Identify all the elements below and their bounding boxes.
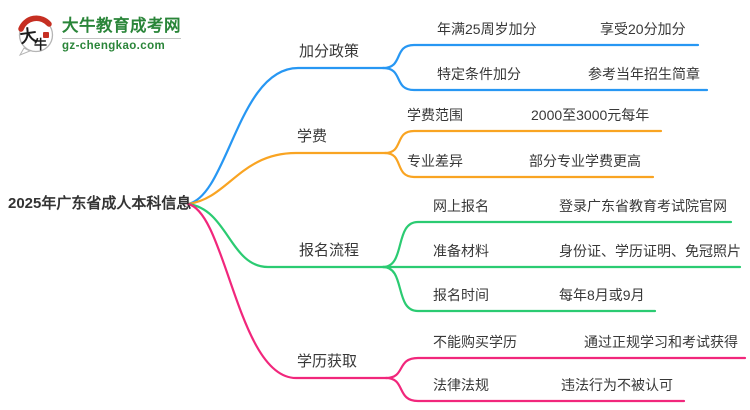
site-logo: 大 牛 大牛教育成考网 gz-chengkao.com	[14, 13, 181, 57]
branch-label-bonus-policy: 加分政策	[299, 43, 360, 60]
root-node: 2025年广东省成人本科信息	[8, 195, 192, 212]
leaf-refer-admission-guide: 参考当年招生简章	[588, 66, 700, 82]
node-registration-time: 报名时间	[433, 287, 489, 303]
leaf-tuition-amount: 2000至3000元每年	[531, 107, 650, 123]
node-tuition-range: 学费范围	[407, 107, 463, 123]
connector-registration-child3	[381, 265, 657, 313]
logo-site-name: 大牛教育成考网	[62, 17, 181, 35]
connector-degree-trunk	[186, 202, 388, 380]
leaf-required-documents: 身份证、学历证明、免冠照片	[559, 243, 741, 259]
node-prepare-materials: 准备材料	[433, 243, 489, 259]
connector-tuition-child2	[383, 151, 655, 179]
connector-registration-child1	[381, 220, 733, 269]
leaf-enjoy-20-points: 享受20分加分	[600, 21, 686, 37]
logo-site-url: gz-chengkao.com	[62, 40, 166, 52]
connector-degree-child1	[384, 356, 747, 380]
leaf-august-september: 每年8月或9月	[559, 287, 645, 303]
node-online-registration: 网上报名	[433, 198, 489, 214]
node-cannot-buy-degree: 不能购买学历	[433, 334, 517, 350]
node-laws-regulations: 法律法规	[433, 377, 489, 393]
connector-degree-child2	[384, 376, 686, 403]
leaf-some-majors-higher: 部分专业学费更高	[529, 153, 641, 169]
logo-char-da: 大	[19, 25, 39, 47]
branch-label-degree-acquisition: 学历获取	[297, 353, 358, 370]
connector-tuition-trunk	[186, 151, 387, 206]
connector-bonus-trunk	[186, 66, 385, 206]
branch-label-registration-process: 报名流程	[299, 242, 360, 259]
leaf-login-official-site: 登录广东省教育考试院官网	[559, 198, 727, 214]
leaf-formal-study-exams: 通过正规学习和考试获得	[584, 334, 738, 350]
connector-bonus-child1	[381, 43, 700, 70]
logo-bull-icon: 大 牛	[18, 15, 54, 56]
node-special-condition-bonus: 特定条件加分	[437, 66, 521, 82]
connector-registration-trunk	[186, 202, 385, 269]
connector-tuition-child1	[383, 129, 663, 155]
node-major-difference: 专业差异	[407, 153, 463, 169]
branch-label-tuition: 学费	[297, 128, 328, 145]
node-age-25-bonus: 年满25周岁加分	[437, 21, 537, 37]
logo-divider	[62, 38, 181, 39]
logo-char-niu: 牛	[34, 37, 47, 52]
leaf-illegal-not-recognized: 违法行为不被认可	[561, 377, 673, 393]
connector-bonus-child2	[381, 66, 709, 92]
